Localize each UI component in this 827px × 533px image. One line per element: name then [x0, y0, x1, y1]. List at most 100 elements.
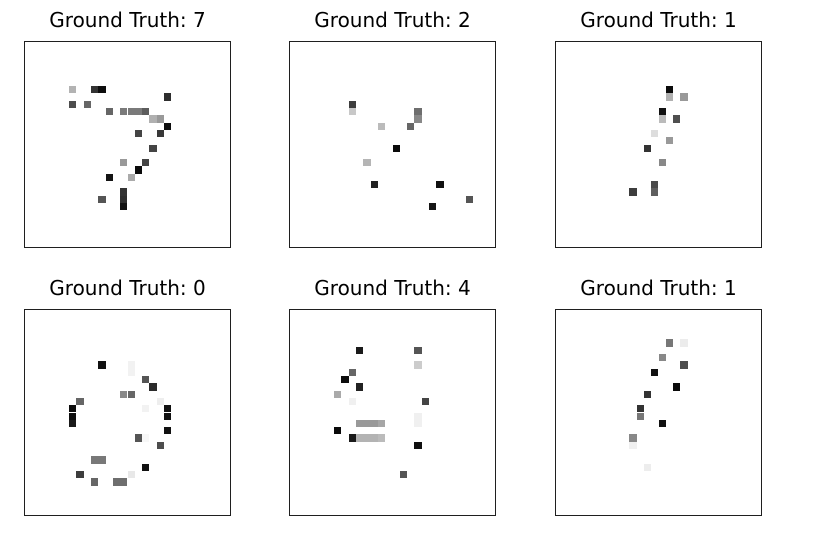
digit-pixel	[665, 339, 674, 347]
digit-pixel	[68, 419, 77, 428]
digit-image-ground-truth-4	[289, 309, 496, 516]
subplot-title-ground-truth-1-top: Ground Truth: 1	[580, 8, 737, 32]
digit-pixel	[673, 115, 681, 123]
digit-pixel	[399, 471, 408, 479]
digit-pixel	[673, 383, 681, 391]
digit-pixel	[414, 346, 422, 354]
digit-pixel	[76, 471, 84, 479]
digit-pixel	[643, 144, 652, 152]
digit-pixel	[68, 85, 77, 94]
digit-pixel	[127, 361, 135, 369]
digit-pixel	[120, 203, 128, 211]
digit-pixel	[651, 129, 659, 138]
digit-pixel	[658, 353, 666, 362]
digit-pixel	[105, 173, 113, 182]
digit-pixel	[407, 122, 415, 130]
digit-pixel	[98, 195, 106, 204]
digit-pixel	[68, 405, 77, 413]
digit-image-ground-truth-2	[289, 41, 496, 248]
digit-pixel	[414, 441, 422, 450]
digit-pixel	[98, 361, 106, 369]
digit-pixel	[127, 107, 135, 116]
digit-pixel	[429, 203, 437, 211]
digit-pixel	[90, 456, 99, 464]
digit-pixel	[658, 115, 666, 123]
digit-pixel	[149, 115, 157, 123]
digit-pixel	[90, 85, 99, 94]
digit-pixel	[156, 397, 165, 406]
digit-pixel	[98, 85, 106, 94]
digit-pixel	[377, 122, 386, 130]
digit-pixel	[142, 405, 150, 413]
digit-pixel	[120, 390, 128, 398]
digit-pixel	[142, 159, 150, 167]
digit-pixel	[120, 159, 128, 167]
digit-pixel	[142, 375, 150, 384]
digit-pixel	[127, 173, 135, 182]
digit-pixel	[127, 471, 135, 479]
digit-pixel	[156, 129, 165, 138]
digit-pixel	[333, 390, 342, 398]
subplot-title-ground-truth-7: Ground Truth: 7	[49, 8, 206, 32]
digit-pixel	[392, 144, 400, 152]
digit-pixel	[355, 383, 364, 391]
digit-pixel	[156, 115, 165, 123]
digit-pixel	[680, 93, 688, 101]
digit-pixel	[665, 137, 674, 145]
digit-pixel	[90, 478, 99, 486]
digit-pixel	[665, 85, 674, 94]
digit-pixel	[355, 419, 364, 428]
digit-pixel	[149, 144, 157, 152]
digit-pixel	[341, 375, 349, 384]
digit-pixel	[120, 195, 128, 204]
digit-pixel	[355, 346, 364, 354]
digit-pixel	[355, 434, 364, 442]
digit-pixel	[414, 115, 422, 123]
digit-pixel	[127, 368, 135, 376]
digit-pixel	[651, 181, 659, 189]
subplot-title-ground-truth-1-bottom: Ground Truth: 1	[580, 276, 737, 300]
digit-pixel	[156, 441, 165, 450]
digit-image-ground-truth-1-bottom	[555, 309, 762, 516]
digit-pixel	[76, 397, 84, 406]
digit-pixel	[68, 412, 77, 420]
digit-pixel	[164, 122, 172, 130]
digit-pixel	[120, 107, 128, 116]
digit-pixel	[348, 434, 356, 442]
digit-pixel	[658, 107, 666, 116]
digit-pixel	[348, 100, 356, 108]
digit-pixel	[105, 107, 113, 116]
digit-pixel	[680, 361, 688, 369]
digit-pixel	[636, 412, 644, 420]
digit-pixel	[68, 100, 77, 108]
digit-pixel	[142, 434, 150, 442]
digit-pixel	[658, 419, 666, 428]
digit-pixel	[120, 188, 128, 196]
digit-pixel	[377, 419, 386, 428]
digit-pixel	[629, 434, 637, 442]
digit-pixel	[363, 419, 371, 428]
digit-pixel	[421, 397, 430, 406]
digit-pixel	[414, 107, 422, 116]
digit-pixel	[164, 427, 172, 435]
digit-pixel	[370, 181, 378, 189]
digit-pixel	[370, 434, 378, 442]
digit-pixel	[370, 419, 378, 428]
digit-pixel	[465, 195, 474, 204]
digit-pixel	[658, 159, 666, 167]
subplot-title-ground-truth-2: Ground Truth: 2	[314, 8, 471, 32]
digit-pixel	[98, 456, 106, 464]
subplot-title-ground-truth-0: Ground Truth: 0	[49, 276, 206, 300]
digit-pixel	[363, 159, 371, 167]
digit-image-ground-truth-7	[24, 41, 231, 248]
digit-pixel	[665, 93, 674, 101]
digit-image-ground-truth-0	[24, 309, 231, 516]
subplot-title-ground-truth-4: Ground Truth: 4	[314, 276, 471, 300]
digit-pixel	[348, 368, 356, 376]
digit-pixel	[112, 478, 121, 486]
digit-pixel	[414, 361, 422, 369]
digit-pixel	[414, 412, 422, 420]
digit-pixel	[142, 463, 150, 472]
digit-pixel	[164, 93, 172, 101]
